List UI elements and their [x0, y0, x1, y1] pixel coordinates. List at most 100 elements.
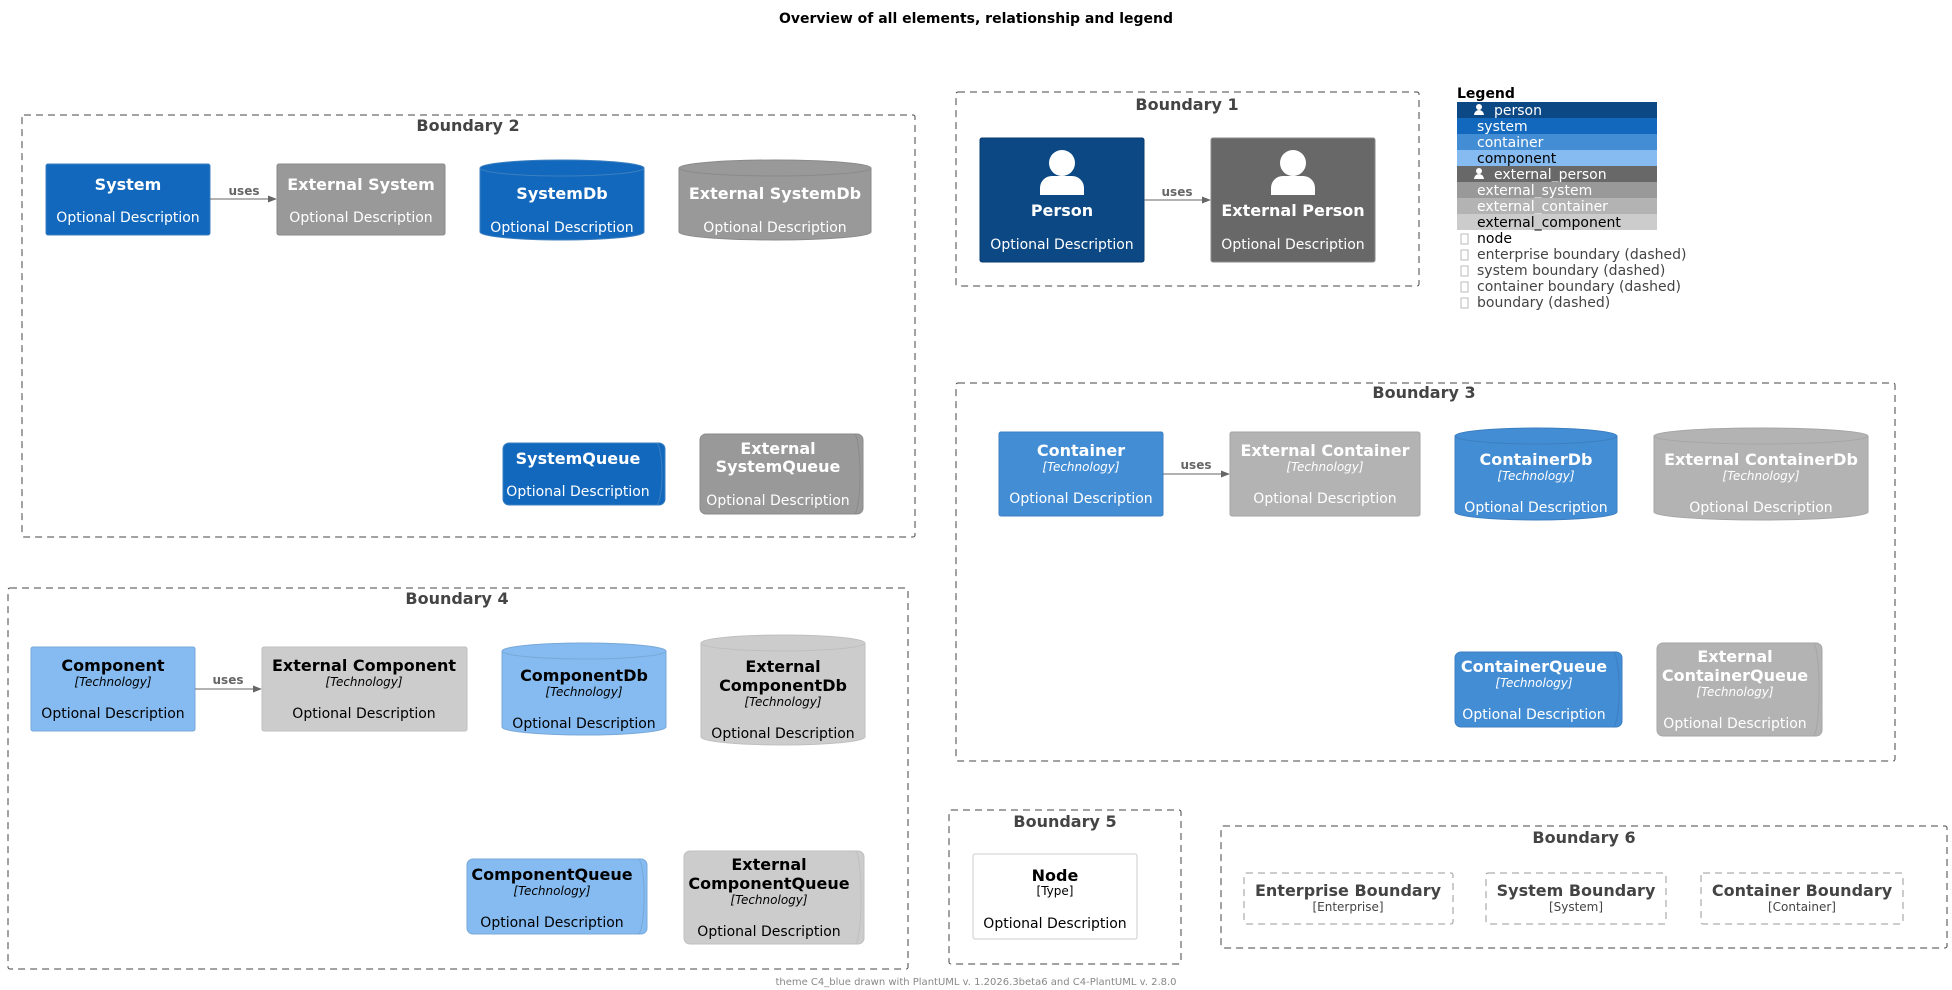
enterprise-boundary-box[interactable]: Enterprise Boundary [Enterprise] — [1243, 872, 1454, 925]
external-component-db[interactable]: External ComponentDb [Technology] Option… — [700, 634, 866, 746]
boundary-6-label: Boundary 6 — [1532, 828, 1635, 847]
legend-item-node: node — [1460, 231, 1512, 247]
uses-arrow-person: uses — [1144, 185, 1211, 204]
svg-text:External: External — [745, 657, 820, 676]
svg-text:ComponentQueue: ComponentQueue — [471, 865, 632, 884]
legend-node-swatch-icon — [1460, 233, 1469, 245]
svg-text:External Person: External Person — [1221, 201, 1364, 220]
svg-text:Optional Description: Optional Description — [480, 915, 623, 931]
legend-item-system-boundary: system boundary (dashed) — [1460, 263, 1665, 279]
component-db[interactable]: ComponentDb [Technology] Optional Descri… — [501, 642, 667, 736]
boundary-4-label: Boundary 4 — [405, 589, 508, 608]
legend-item-enterprise-boundary: enterprise boundary (dashed) — [1460, 247, 1686, 263]
svg-text:ComponentQueue: ComponentQueue — [688, 874, 849, 893]
legend-item-container: container — [1457, 134, 1657, 151]
svg-text:Container Boundary: Container Boundary — [1712, 881, 1893, 900]
container-queue[interactable]: ContainerQueue [Technology] Optional Des… — [1454, 651, 1623, 728]
boundary-3: Boundary 3 Container [Technology] Option… — [955, 382, 1896, 762]
svg-text:Optional Description: Optional Description — [56, 210, 199, 226]
svg-text:[Type]: [Type] — [1037, 884, 1074, 898]
svg-text:component: component — [1477, 151, 1557, 167]
uses-arrow-container: uses — [1163, 458, 1230, 478]
svg-text:Optional Description: Optional Description — [292, 706, 435, 722]
legend-external-person-icon — [1474, 168, 1484, 179]
svg-text:External ContainerDb: External ContainerDb — [1664, 450, 1858, 469]
svg-text:Container: Container — [1037, 441, 1125, 460]
svg-text:Optional Description: Optional Description — [703, 220, 846, 236]
svg-text:SystemQueue: SystemQueue — [516, 449, 641, 468]
svg-text:SystemDb: SystemDb — [516, 184, 607, 203]
boundary-2-label: Boundary 2 — [416, 116, 519, 135]
svg-text:Optional Description: Optional Description — [983, 916, 1126, 932]
svg-text:uses: uses — [1181, 458, 1212, 472]
svg-text:container: container — [1477, 135, 1544, 151]
node-box[interactable]: Node [Type] Optional Description — [972, 853, 1138, 940]
external-component-box[interactable]: External Component [Technology] Optional… — [261, 646, 468, 732]
legend-enterprise-swatch-icon — [1460, 249, 1469, 261]
svg-text:Optional Description: Optional Description — [706, 493, 849, 509]
boundary-6: Boundary 6 Enterprise Boundary [Enterpri… — [1220, 825, 1948, 949]
svg-text:boundary (dashed): boundary (dashed) — [1477, 295, 1610, 311]
svg-text:External SystemDb: External SystemDb — [689, 184, 861, 203]
svg-text:[Technology]: [Technology] — [1722, 469, 1799, 483]
boundary-1: Boundary 1 Person Optional Description u… — [955, 91, 1420, 287]
legend-container-swatch-icon — [1460, 281, 1469, 293]
legend-item-person: person — [1457, 102, 1657, 119]
legend-title: Legend — [1457, 86, 1515, 102]
external-component-queue[interactable]: External ComponentQueue [Technology] Opt… — [683, 850, 865, 945]
svg-text:Optional Description: Optional Description — [1689, 500, 1832, 516]
svg-text:Optional Description: Optional Description — [1009, 491, 1152, 507]
container-box[interactable]: Container [Technology] Optional Descript… — [998, 431, 1164, 517]
legend-item-boundary: boundary (dashed) — [1460, 295, 1610, 311]
svg-text:external_component: external_component — [1477, 215, 1621, 231]
legend-item-system: system — [1457, 118, 1657, 135]
system-db[interactable]: SystemDb Optional Description — [479, 159, 645, 241]
legend-boundary-swatch-icon — [1460, 297, 1469, 309]
diagram-title: Overview of all elements, relationship a… — [779, 11, 1173, 27]
svg-text:[Technology]: [Technology] — [74, 675, 151, 689]
uses-arrow-system: uses — [210, 184, 277, 203]
svg-text:External: External — [1697, 647, 1772, 666]
external-system-box[interactable]: External System Optional Description — [276, 163, 446, 236]
svg-text:enterprise boundary (dashed): enterprise boundary (dashed) — [1477, 247, 1686, 263]
external-container-box[interactable]: External Container [Technology] Optional… — [1229, 431, 1421, 517]
svg-text:Optional Description: Optional Description — [1663, 716, 1806, 732]
svg-text:Enterprise Boundary: Enterprise Boundary — [1255, 881, 1442, 900]
svg-text:uses: uses — [1162, 185, 1193, 199]
svg-text:System: System — [95, 175, 162, 194]
uses-arrow-component: uses — [195, 673, 262, 693]
svg-text:External System: External System — [287, 175, 435, 194]
boundary-1-label: Boundary 1 — [1135, 95, 1238, 114]
external-container-queue[interactable]: External ContainerQueue [Technology] Opt… — [1656, 642, 1823, 737]
system-boundary-box[interactable]: System Boundary [System] — [1485, 872, 1667, 925]
svg-text:Optional Description: Optional Description — [512, 716, 655, 732]
legend-item-container-boundary: container boundary (dashed) — [1460, 279, 1681, 295]
person-icon — [1040, 150, 1084, 195]
svg-text:Optional Description: Optional Description — [506, 484, 649, 500]
system-queue[interactable]: SystemQueue Optional Description — [502, 442, 666, 506]
person-box[interactable]: Person Optional Description — [979, 137, 1145, 263]
svg-text:[Technology]: [Technology] — [744, 695, 821, 709]
svg-text:[Technology]: [Technology] — [1497, 469, 1574, 483]
component-queue[interactable]: ComponentQueue [Technology] Optional Des… — [466, 858, 648, 935]
svg-text:Component: Component — [61, 656, 164, 675]
svg-text:[Technology]: [Technology] — [325, 675, 402, 689]
container-boundary-box[interactable]: Container Boundary [Container] — [1700, 872, 1904, 925]
svg-text:uses: uses — [213, 673, 244, 687]
svg-text:uses: uses — [229, 184, 260, 198]
svg-text:ContainerQueue: ContainerQueue — [1461, 657, 1607, 676]
legend-item-external-person: external_person — [1457, 166, 1657, 183]
boundary-5-label: Boundary 5 — [1013, 812, 1116, 831]
external-person-box[interactable]: External Person Optional Description — [1210, 137, 1376, 263]
legend-person-icon — [1474, 104, 1484, 115]
system-box[interactable]: System Optional Description — [45, 163, 211, 236]
svg-text:system: system — [1477, 119, 1528, 135]
component-box[interactable]: Component [Technology] Optional Descript… — [30, 646, 196, 732]
external-system-queue[interactable]: External SystemQueue Optional Descriptio… — [699, 433, 864, 515]
svg-text:[Technology]: [Technology] — [1042, 460, 1119, 474]
container-db[interactable]: ContainerDb [Technology] Optional Descri… — [1454, 427, 1618, 521]
svg-text:System Boundary: System Boundary — [1497, 881, 1656, 900]
svg-text:node: node — [1477, 231, 1512, 247]
external-container-db[interactable]: External ContainerDb [Technology] Option… — [1653, 427, 1869, 521]
external-system-db[interactable]: External SystemDb Optional Description — [678, 159, 872, 241]
